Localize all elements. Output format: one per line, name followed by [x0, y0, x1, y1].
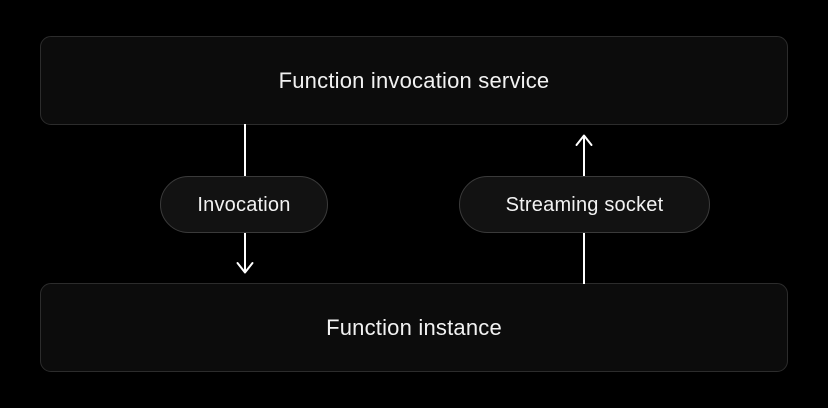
- node-function-invocation-service: Function invocation service: [40, 36, 788, 125]
- node-invocation: Invocation: [160, 176, 328, 233]
- node-label-function-invocation-service: Function invocation service: [278, 67, 550, 93]
- connector-streaming-socket-flow: [575, 134, 593, 284]
- node-label-streaming-socket: Streaming socket: [505, 193, 664, 216]
- node-label-invocation: Invocation: [197, 193, 291, 216]
- node-label-function-instance: Function instance: [326, 314, 502, 340]
- node-streaming-socket: Streaming socket: [459, 176, 710, 233]
- node-function-instance: Function instance: [40, 283, 788, 372]
- arrowhead-down-icon: [236, 262, 254, 274]
- arrowhead-up-icon: [575, 134, 593, 146]
- connector-invocation-flow: [236, 124, 254, 274]
